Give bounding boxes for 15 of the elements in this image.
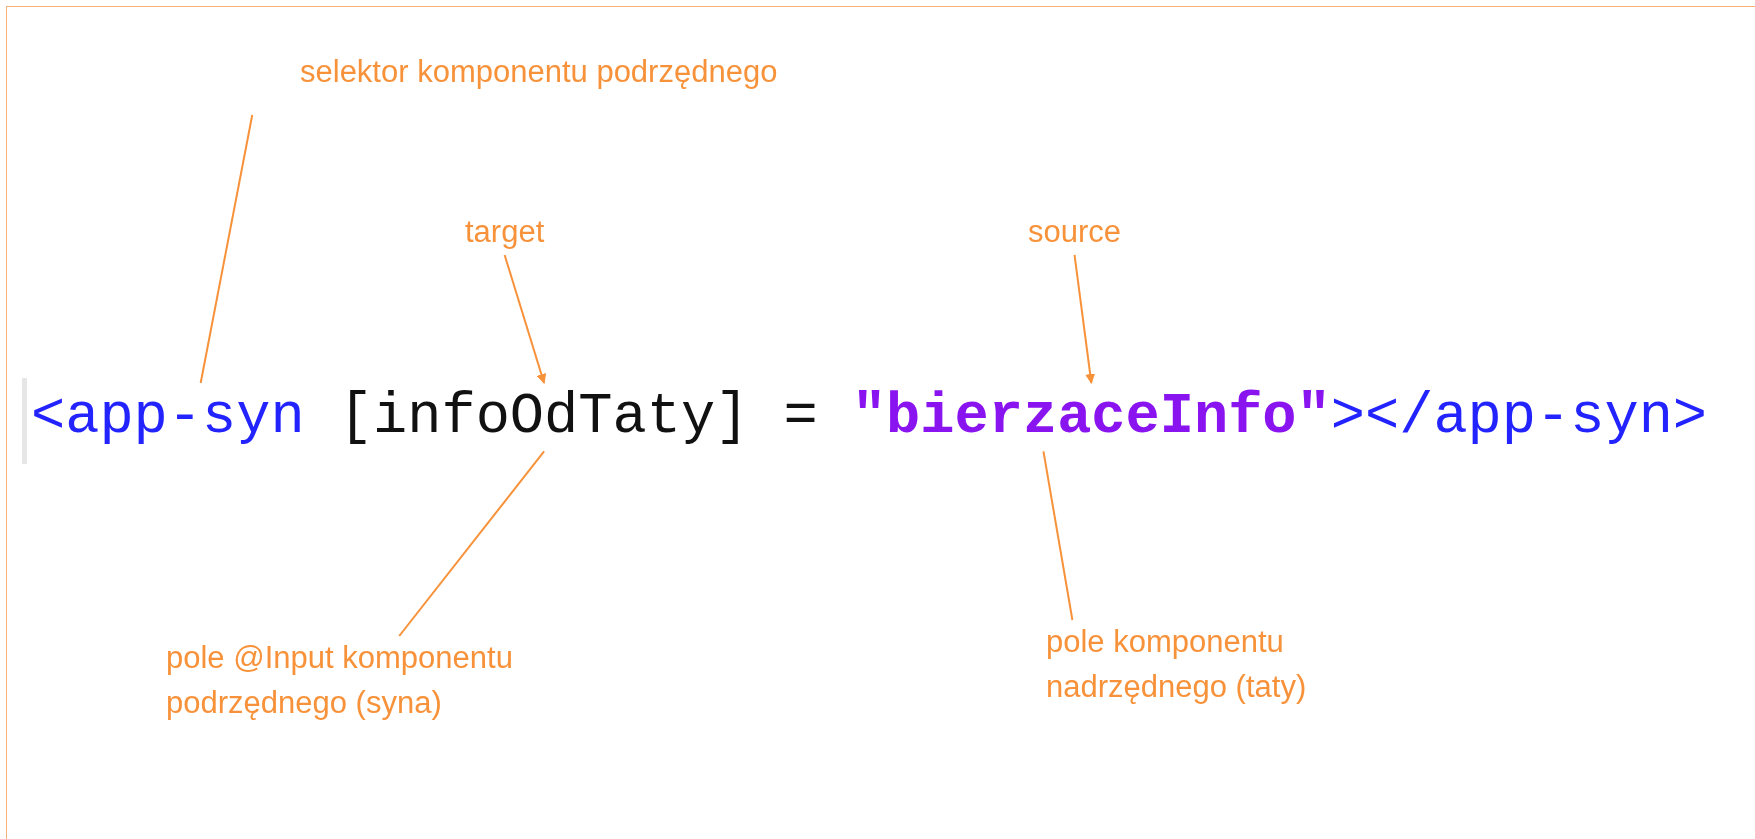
leader-line	[199, 113, 254, 384]
code-token: ></app-syn>	[1330, 384, 1708, 451]
leader-line	[398, 450, 546, 637]
annotation-text: source	[1028, 210, 1122, 255]
code-token: =	[783, 384, 818, 451]
arrow	[1073, 253, 1096, 384]
leader-line	[1042, 450, 1074, 621]
annotation-text: pole @Input komponentu podrzędnego (syna)	[166, 636, 606, 726]
code-token: <app-syn	[31, 383, 305, 452]
code-token: [infoOdTaty]	[338, 383, 750, 452]
code-token: "bierzaceInfo"	[851, 383, 1331, 452]
annotation-text: pole komponentu nadrzędnego (taty)	[1046, 620, 1376, 710]
arrow	[503, 253, 547, 384]
annotation-text: target	[465, 210, 545, 255]
annotation-text: selektor komponentu podrzędnego	[300, 50, 778, 95]
